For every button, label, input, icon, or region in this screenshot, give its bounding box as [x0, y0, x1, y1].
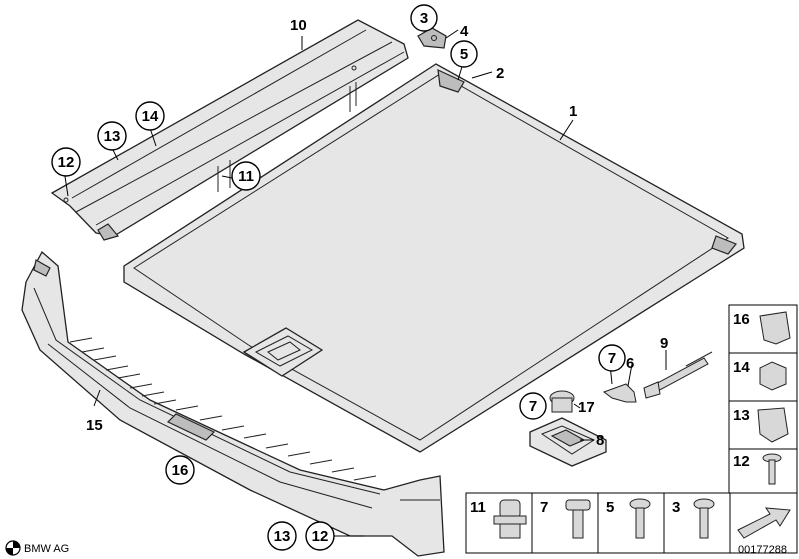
label-9: 9 [660, 335, 668, 352]
callout-13-top: 13 [97, 121, 127, 151]
label-12-bottom: 12 [312, 528, 329, 545]
direction-arrow-icon [737, 507, 791, 539]
part-6-bracket [602, 383, 637, 403]
label-10: 10 [290, 17, 307, 34]
callout-12-bottom: 12 [305, 521, 335, 551]
label-11: 11 [238, 168, 254, 185]
label-1: 1 [569, 103, 577, 120]
hw-label-13: 13 [733, 407, 750, 424]
brand-footer: BMW AG [24, 543, 69, 555]
part-17-grommet [549, 390, 575, 413]
part-1-floor-panel [123, 63, 745, 453]
nut-14-icon [759, 361, 787, 391]
label-13-top: 13 [104, 128, 121, 145]
hw-label-11: 11 [470, 499, 486, 516]
hw-label-3: 3 [672, 499, 680, 516]
clip-13-icon [757, 407, 789, 443]
label-12-top: 12 [58, 154, 75, 171]
hw-label-12: 12 [733, 453, 750, 470]
bmw-logo-icon [5, 540, 21, 556]
hw-label-14: 14 [733, 359, 750, 376]
callout-5: 5 [450, 40, 478, 68]
part-9-gas-strut [643, 351, 713, 399]
part-10-trim-rail [50, 19, 409, 241]
hw-label-7: 7 [540, 499, 548, 516]
rivet-11-icon [493, 499, 527, 539]
sill-ribs [69, 337, 377, 481]
screw-12-icon [762, 453, 782, 485]
callout-7-handle: 7 [519, 392, 547, 420]
part-15-loading-sill [21, 250, 445, 557]
label-7-a: 7 [608, 350, 616, 367]
label-4: 4 [460, 23, 469, 40]
callout-13-bottom: 13 [267, 521, 297, 551]
label-13-bottom: 13 [274, 528, 291, 545]
label-2: 2 [496, 65, 504, 82]
label-7-b: 7 [529, 398, 537, 415]
label-14: 14 [142, 108, 159, 125]
diagram-number: 00177288 [738, 544, 787, 556]
label-5: 5 [460, 46, 468, 63]
callout-14: 14 [135, 101, 165, 131]
callout-12-top: 12 [51, 147, 81, 177]
clip-16-icon [759, 311, 791, 345]
hw-label-5: 5 [606, 499, 614, 516]
screw-3-icon [693, 498, 715, 539]
label-16: 16 [172, 462, 189, 479]
callout-11: 11 [231, 161, 261, 191]
hardware-row: 11 7 5 3 [465, 492, 798, 554]
label-3: 3 [420, 10, 428, 27]
label-6: 6 [626, 355, 634, 372]
callout-16: 16 [165, 455, 195, 485]
label-17: 17 [578, 399, 595, 416]
callout-3: 3 [410, 4, 438, 32]
callout-7-grommet: 7 [598, 344, 626, 372]
label-15: 15 [86, 417, 103, 434]
screw-7-icon [565, 499, 591, 539]
label-8: 8 [596, 432, 604, 449]
screw-5-icon [629, 498, 651, 539]
part-8-handle [529, 417, 607, 467]
hw-label-16: 16 [733, 311, 750, 328]
hardware-column: 16 14 13 12 [728, 304, 798, 494]
